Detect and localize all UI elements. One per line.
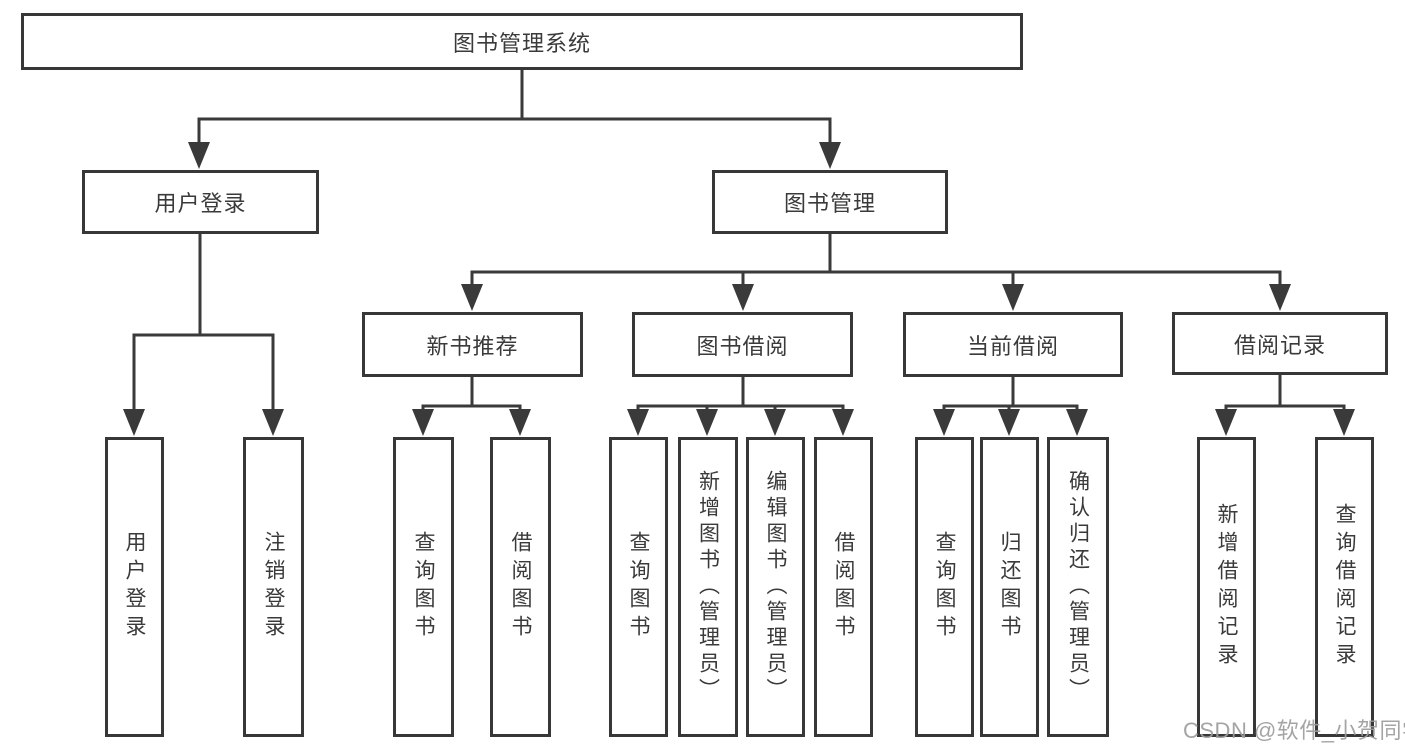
node-label: 确认归还（管理员） bbox=[1066, 470, 1090, 704]
node-label: 新增借阅记录 bbox=[1215, 503, 1238, 671]
leaf-recommend-query-books: 查询图书 bbox=[393, 437, 454, 737]
arrowheads bbox=[123, 142, 1355, 436]
node-label: 借阅图书 bbox=[832, 531, 855, 643]
leaf-records-query-record: 查询借阅记录 bbox=[1315, 437, 1374, 737]
connector-recommend-to-leaves bbox=[421, 377, 522, 414]
node-label: 图书管理 bbox=[783, 191, 876, 216]
leaf-borrowing-query-books: 查询图书 bbox=[609, 437, 668, 737]
node-label: 借阅图书 bbox=[509, 531, 532, 643]
connector-current-to-leaves bbox=[942, 377, 1079, 414]
node-label: 用户登录 bbox=[123, 531, 146, 643]
leaf-logout: 注销登录 bbox=[243, 437, 304, 737]
node-label: 注销登录 bbox=[262, 531, 285, 643]
node-user-login: 用户登录 bbox=[82, 170, 319, 234]
node-label: 图书借阅 bbox=[696, 333, 789, 359]
node-label: 归还图书 bbox=[998, 531, 1021, 643]
node-label: 新书推荐 bbox=[426, 333, 519, 359]
node-label: 编辑图书（管理员） bbox=[764, 470, 787, 704]
node-label: 查询借阅记录 bbox=[1333, 503, 1356, 671]
node-label: 查询图书 bbox=[627, 531, 650, 643]
node-label: 查询图书 bbox=[412, 531, 435, 643]
leaf-recommend-borrow-books: 借阅图书 bbox=[490, 437, 551, 737]
connector-records-to-leaves bbox=[1224, 374, 1346, 414]
node-new-book-recommend: 新书推荐 bbox=[362, 312, 583, 377]
connector-borrowing-to-leaves bbox=[636, 377, 845, 414]
node-current-borrow: 当前借阅 bbox=[903, 312, 1123, 377]
connector-bookmgmt-to-level3 bbox=[470, 233, 1282, 288]
node-book-borrowing: 图书借阅 bbox=[632, 312, 853, 377]
node-label: 用户登录 bbox=[154, 191, 247, 216]
leaf-records-add-record: 新增借阅记录 bbox=[1197, 437, 1256, 737]
node-book-management: 图书管理 bbox=[712, 170, 948, 234]
node-borrow-records: 借阅记录 bbox=[1172, 312, 1388, 375]
node-label: 查询图书 bbox=[933, 531, 956, 643]
leaf-current-confirm-return-admin: 确认归还（管理员） bbox=[1047, 437, 1109, 737]
leaf-borrowing-add-books-admin: 新增图书（管理员） bbox=[678, 437, 738, 737]
leaf-borrowing-edit-books-admin: 编辑图书（管理员） bbox=[746, 437, 805, 737]
leaf-user-login: 用户登录 bbox=[105, 437, 164, 737]
connector-root-to-level2 bbox=[197, 69, 832, 146]
node-label: 新增图书（管理员） bbox=[696, 470, 720, 704]
leaf-current-return-books: 归还图书 bbox=[980, 437, 1039, 737]
connector-userlogin-to-leaves bbox=[132, 233, 275, 412]
node-label: 图书管理系统 bbox=[452, 30, 591, 56]
node-root-library-system: 图书管理系统 bbox=[21, 13, 1023, 70]
node-label: 当前借阅 bbox=[966, 333, 1059, 359]
leaf-current-query-books: 查询图书 bbox=[915, 437, 974, 737]
leaf-borrowing-borrow-books: 借阅图书 bbox=[814, 437, 873, 737]
node-label: 借阅记录 bbox=[1233, 332, 1326, 358]
csdn-watermark: CSDN @软件_小贺同学 bbox=[1183, 718, 1405, 743]
